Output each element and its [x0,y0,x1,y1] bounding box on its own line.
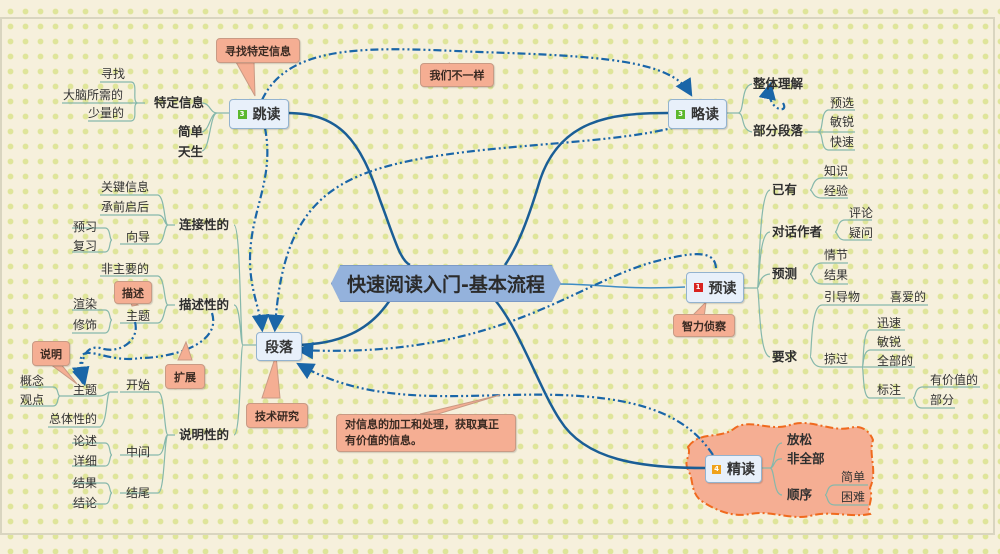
priority-3-icon: 3 [237,109,247,119]
node-minrui[interactable]: 敏锐 [830,115,855,129]
node-zhishi[interactable]: 知识 [824,164,849,178]
callout-text: 技术研究 [255,409,299,423]
callout-text: 说明 [40,347,62,361]
node-minrui-2[interactable]: 敏锐 [877,335,902,349]
priority-4-icon: 4 [712,464,721,474]
node-zongtixing[interactable]: 总体性的 [49,412,98,426]
node-kaishi[interactable]: 开始 [126,378,151,392]
node-jiewei[interactable]: 结尾 [126,486,151,500]
topic-jingdu-label: 精读 [727,462,755,478]
node-guanjian-xinxi[interactable]: 关键信息 [101,180,150,194]
node-fangsong[interactable]: 放松 [787,432,813,447]
node-shaoliang[interactable]: 少量的 [88,106,125,120]
node-yuxuan[interactable]: 预选 [830,96,855,110]
topic-luedu-label: 略读 [691,107,719,123]
callout-processing[interactable]: 对信息的加工和处理，获取真正有价值的信息。 [336,414,516,452]
topic-jingdu[interactable]: 4 精读 [705,455,762,483]
topic-yudu-label: 预读 [708,280,737,297]
central-topic[interactable]: 快速阅读入门-基本流程 [331,265,561,302]
callout-text: 智力侦察 [682,319,726,333]
node-jiandan-2[interactable]: 简单 [841,470,866,484]
node-guandian[interactable]: 观点 [20,393,45,407]
node-lueguo[interactable]: 掠过 [824,352,849,366]
node-jieguo-2[interactable]: 结果 [73,476,98,490]
central-topic-label: 快速阅读入门-基本流程 [347,274,545,296]
callout-text: 我们不一样 [429,69,485,82]
node-xiangdao[interactable]: 向导 [126,230,151,244]
callout-we-are-different[interactable]: 我们不一样 [420,63,494,87]
topic-duanluo-label: 段落 [265,339,293,356]
node-xunzhao[interactable]: 寻找 [101,67,126,81]
node-duihua-zuozhe[interactable]: 对话作者 [772,224,823,239]
callout-text: 描述 [122,286,144,300]
node-tiansheng[interactable]: 天生 [178,144,204,159]
topic-yudu[interactable]: 1 预读 [686,272,744,303]
node-jingyan[interactable]: 经验 [824,184,849,198]
callout-text: 寻找特定信息 [225,44,291,58]
node-teding-xinxi[interactable]: 特定信息 [154,95,205,110]
node-lunshu[interactable]: 论述 [73,434,98,448]
node-pinglun[interactable]: 评论 [849,206,874,220]
priority-3-icon: 3 [676,109,685,119]
node-bufen-duanluo[interactable]: 部分段落 [753,123,804,138]
node-yaoqiu[interactable]: 要求 [772,349,798,364]
node-zhuti-miaoshu[interactable]: 主题 [126,309,151,323]
node-yindaowu[interactable]: 引导物 [824,290,861,304]
node-yuce[interactable]: 预测 [772,266,798,281]
node-lianjiexing[interactable]: 连接性的 [179,217,230,232]
node-fuxi[interactable]: 复习 [73,239,98,253]
node-feizhuyao[interactable]: 非主要的 [101,262,150,276]
node-feiquanbu[interactable]: 非全部 [787,451,825,466]
node-jiandan[interactable]: 简单 [178,124,204,139]
callout-text: 扩展 [174,370,196,384]
node-xunsu[interactable]: 迅速 [877,316,902,330]
node-yuxi[interactable]: 预习 [73,220,98,234]
canvas-frame [0,17,995,535]
callout-expand[interactable]: 扩展 [165,364,205,389]
callout-intelligence-scout[interactable]: 智力侦察 [673,314,735,337]
topic-duanluo[interactable]: 段落 [256,332,302,361]
node-gainian[interactable]: 概念 [20,374,45,388]
callout-describe[interactable]: 描述 [114,281,152,304]
node-xiushi[interactable]: 修饰 [73,318,98,332]
node-danao-suoxu[interactable]: 大脑所需的 [63,88,124,102]
node-xuanran[interactable]: 渲染 [73,297,98,311]
node-kuaisu[interactable]: 快速 [830,135,855,149]
node-jieguo[interactable]: 结果 [824,268,849,282]
topic-luedu[interactable]: 3 略读 [668,99,727,129]
node-zhengti-lijie[interactable]: 整体理解 [753,76,804,91]
node-zhongjian[interactable]: 中间 [126,445,151,459]
priority-1-icon: 1 [693,283,703,292]
node-chengqian-qihou[interactable]: 承前启后 [101,200,150,214]
node-yiwen[interactable]: 疑问 [849,226,874,240]
node-qingjie[interactable]: 情节 [824,248,849,262]
callout-find-specific-info[interactable]: 寻找特定信息 [216,38,300,63]
node-xiaide[interactable]: 喜爱的 [890,290,927,304]
node-youjiazhi[interactable]: 有价值的 [930,373,979,387]
node-miaoshuxing[interactable]: 描述性的 [179,297,230,312]
node-biaozhu[interactable]: 标注 [877,383,902,397]
callout-technical-research[interactable]: 技术研究 [246,403,308,428]
node-zhuti-shuoming[interactable]: 主题 [73,383,98,397]
node-quanbu[interactable]: 全部的 [877,354,914,368]
topic-tiaodu[interactable]: 3 跳读 [229,99,289,129]
topic-tiaodu-label: 跳读 [252,107,281,123]
node-yiyou[interactable]: 已有 [772,182,798,197]
callout-text: 对信息的加工和处理，获取真正有价值的信息。 [345,418,499,447]
node-bufen[interactable]: 部分 [930,393,955,407]
node-xiangxi[interactable]: 详细 [73,454,98,468]
callout-explain[interactable]: 说明 [32,341,70,366]
node-shunxu[interactable]: 顺序 [787,487,813,502]
node-kunnan[interactable]: 困难 [841,490,866,504]
node-shuomingxing[interactable]: 说明性的 [179,427,230,442]
node-jielun[interactable]: 结论 [73,496,98,510]
